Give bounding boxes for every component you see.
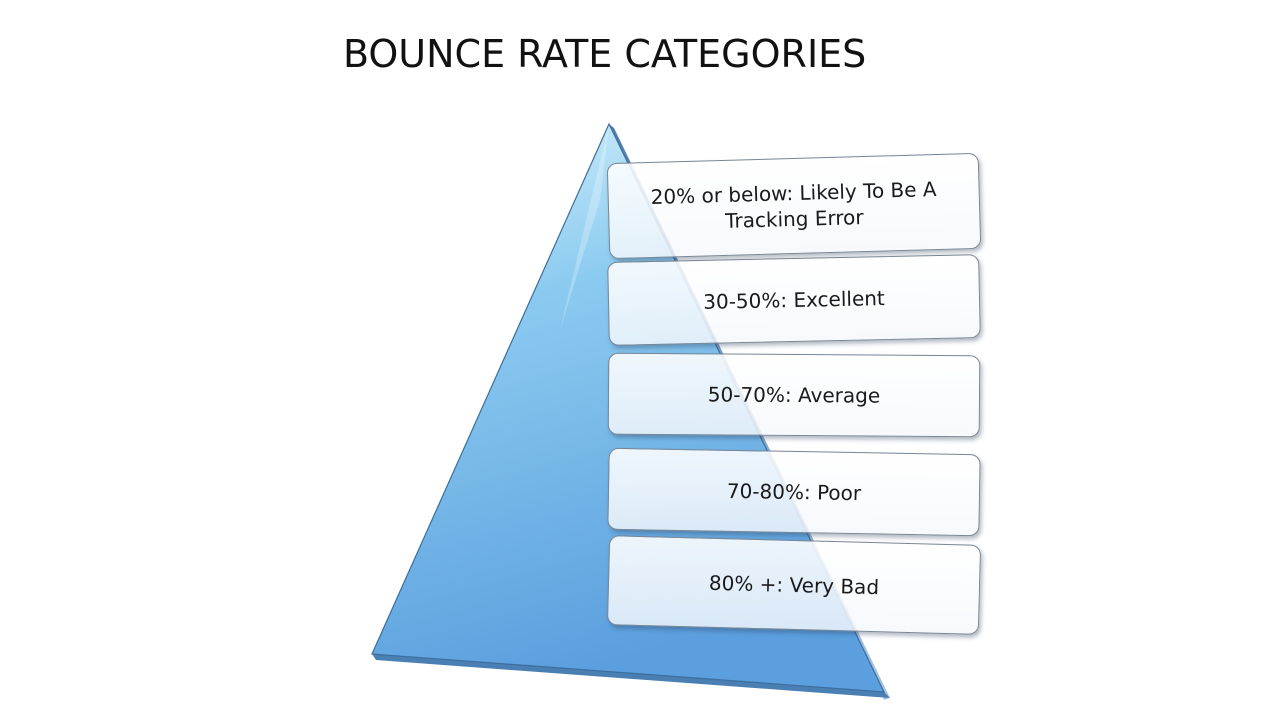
pyramid-base-edge xyxy=(372,654,890,698)
category-label: 80% +: Very Bad xyxy=(708,570,880,600)
category-box-poor: 70-80%: Poor xyxy=(607,447,981,537)
category-box-excellent: 30-50%: Excellent xyxy=(607,254,981,346)
category-label: 50-70%: Average xyxy=(707,382,881,408)
category-box-average: 50-70%: Average xyxy=(607,352,981,438)
category-label: 20% or below: Likely To Be A Tracking Er… xyxy=(650,177,937,233)
category-label: 70-80%: Poor xyxy=(726,478,862,506)
pyramid-highlight xyxy=(560,124,609,330)
category-label: 30-50%: Excellent xyxy=(702,286,886,314)
category-box-very-bad: 80% +: Very Bad xyxy=(606,535,982,635)
slide-title: BOUNCE RATE CATEGORIES xyxy=(343,32,867,76)
category-box-tracking-error: 20% or below: Likely To Be A Tracking Er… xyxy=(606,152,982,260)
